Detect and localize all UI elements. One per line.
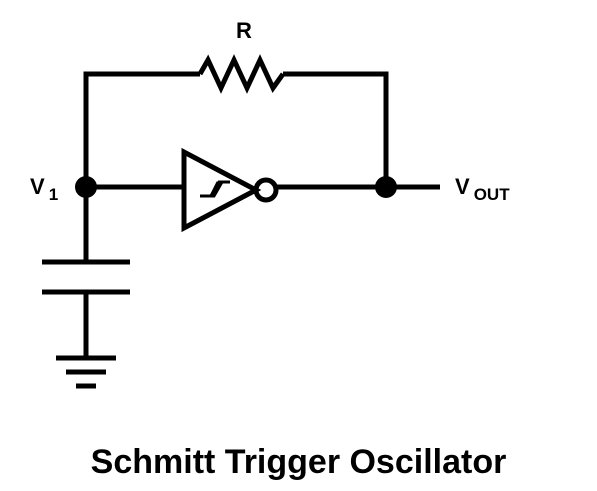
junction-v1 xyxy=(75,176,97,198)
feedback-wire-right xyxy=(283,71,389,187)
hysteresis-icon-base xyxy=(204,180,230,198)
schmitt-inverter xyxy=(181,147,262,233)
schmitt-trigger-oscillator-schematic xyxy=(42,54,440,389)
hysteresis-icon-return xyxy=(209,181,220,197)
node-label-v1-subscript: 1 xyxy=(48,185,59,204)
node-label-vout-subscript: OUT xyxy=(473,185,510,204)
node-label-v1-main: V xyxy=(30,174,45,199)
inversion-bubble xyxy=(253,177,279,203)
node-label-vout-main: V xyxy=(455,174,470,199)
feedback-wire-left xyxy=(83,71,200,187)
resistor-label: R xyxy=(236,18,252,43)
diagram-title: Schmitt Trigger Oscillator xyxy=(90,443,507,481)
resistor-r xyxy=(197,54,286,94)
junction-vout xyxy=(375,176,397,198)
